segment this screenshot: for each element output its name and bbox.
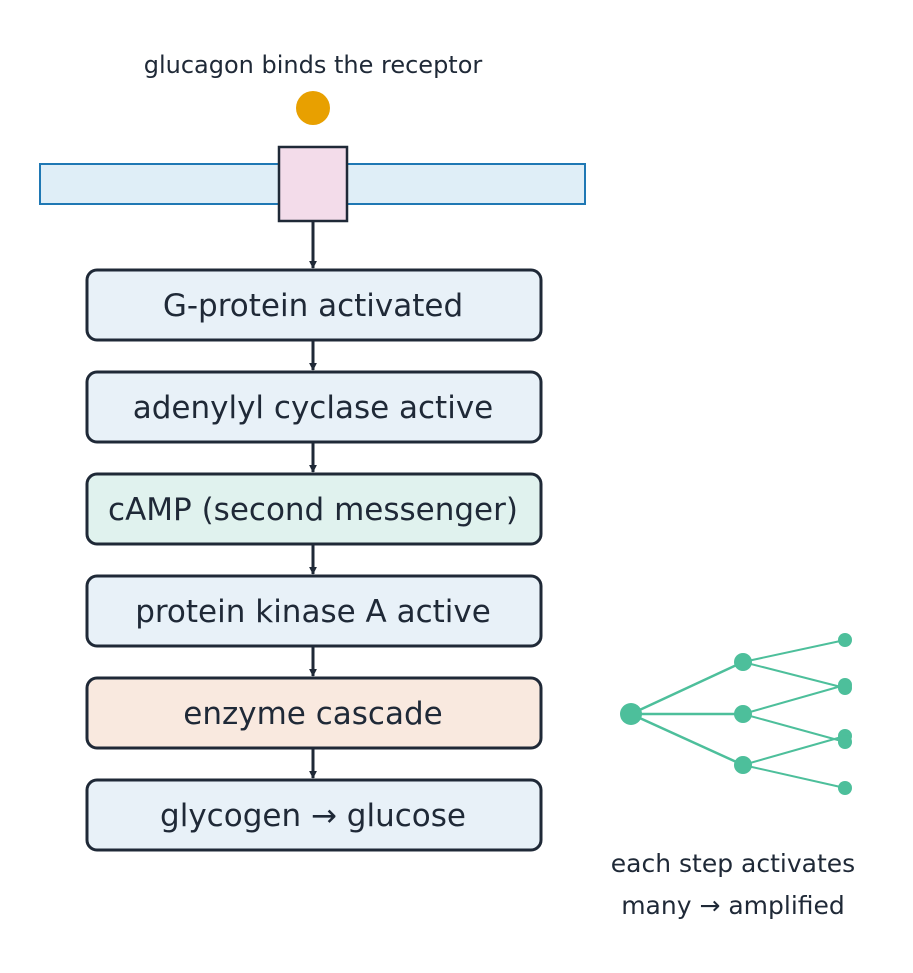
tree-branch <box>630 660 744 716</box>
step-label: adenylyl cyclase active <box>133 390 494 426</box>
amplification-note-line-1: each step activates <box>611 849 855 878</box>
step-box <box>85 778 543 852</box>
step-label: glycogen → glucose <box>160 798 466 834</box>
tree-mid-node <box>734 705 752 723</box>
step-label: G-protein activated <box>163 288 463 324</box>
tree-branch <box>742 713 846 743</box>
tree-branch <box>742 661 846 689</box>
pathway-step: adenylyl cyclase active <box>85 370 543 444</box>
top-label: glucagon binds the receptor <box>144 51 483 79</box>
step-label: protein kinase A active <box>135 594 491 630</box>
pathway-step: G-protein activated <box>85 268 543 342</box>
receptor <box>277 145 349 223</box>
step-label: enzyme cascade <box>183 696 442 732</box>
tree-branch <box>742 684 846 715</box>
tree-leaf-node <box>838 633 852 647</box>
tree-branch <box>742 639 846 663</box>
pathway-step: glycogen → glucose <box>85 778 543 852</box>
step-box <box>85 676 543 750</box>
tree-mid-node <box>734 653 752 671</box>
tree-branch <box>630 712 744 767</box>
pathway-step: enzyme cascade <box>85 676 543 750</box>
tree-leaf-node <box>838 735 852 749</box>
pathway-step: cAMP (second messenger) <box>85 472 543 546</box>
tree-root-node <box>620 703 642 725</box>
step-box <box>85 472 543 546</box>
amplification-tree <box>620 633 852 795</box>
tree-branch <box>742 764 846 789</box>
pathway-step: protein kinase A active <box>85 574 543 648</box>
step-box <box>85 268 543 342</box>
amplification-note-line-2: many → amplified <box>621 891 845 920</box>
tree-leaf-node <box>838 781 852 795</box>
step-label: cAMP (second messenger) <box>108 492 518 528</box>
step-box <box>85 370 543 444</box>
glucagon-molecule <box>296 91 330 125</box>
tree-branch <box>742 735 846 766</box>
tree-mid-node <box>734 756 752 774</box>
tree-leaf-node <box>838 678 852 692</box>
step-box <box>85 574 543 648</box>
